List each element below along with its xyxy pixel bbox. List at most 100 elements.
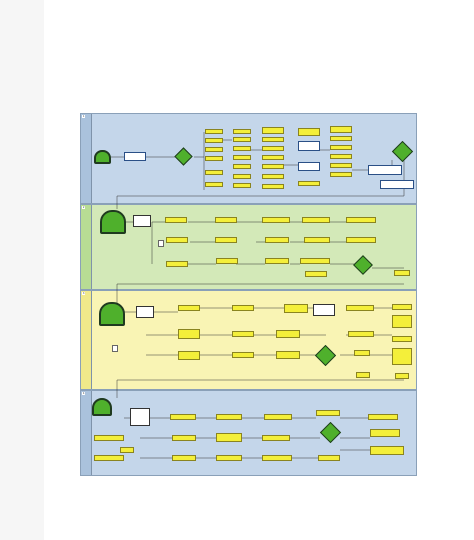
process-box — [262, 435, 290, 441]
process-box — [298, 162, 320, 171]
process-box — [205, 182, 223, 187]
process-box — [276, 351, 300, 359]
process-box — [262, 146, 284, 151]
process-box — [264, 414, 292, 420]
process-box — [233, 183, 251, 188]
process-box — [233, 129, 251, 134]
lane-header: 2 — [81, 205, 92, 289]
process-box — [394, 270, 410, 276]
process-box — [356, 372, 370, 378]
process-box — [172, 435, 196, 441]
process-box — [302, 217, 330, 223]
process-box — [262, 127, 284, 134]
process-box — [298, 181, 320, 186]
process-box — [216, 258, 238, 264]
process-box — [178, 305, 200, 311]
process-box — [216, 455, 242, 461]
process-box — [395, 373, 409, 379]
process-box — [233, 137, 251, 142]
process-box — [205, 147, 223, 152]
close-gate — [92, 398, 112, 416]
process-box — [205, 170, 223, 175]
document-icon — [112, 345, 118, 352]
process-box — [172, 455, 196, 461]
process-box — [392, 348, 412, 365]
process-box — [166, 261, 188, 267]
process-box — [348, 331, 374, 337]
process-box — [165, 217, 187, 223]
process-box — [330, 154, 352, 159]
process-box — [354, 350, 370, 356]
process-box — [205, 129, 223, 134]
process-box — [392, 315, 412, 328]
lane-number: 1 — [82, 115, 86, 118]
process-box — [380, 180, 414, 189]
process-box — [136, 306, 154, 318]
process-box — [130, 408, 150, 426]
process-box — [304, 237, 330, 243]
lane-header: 1 — [81, 114, 92, 203]
process-box — [262, 164, 284, 169]
process-box — [178, 351, 200, 360]
process-box — [232, 352, 254, 358]
process-box — [368, 414, 398, 420]
process-box — [284, 304, 308, 313]
process-box — [94, 455, 124, 461]
process-box — [215, 217, 237, 223]
process-box — [205, 138, 223, 143]
process-box — [298, 128, 320, 136]
swimlane-4: 4 — [80, 390, 417, 476]
process-box — [392, 336, 412, 342]
process-box — [265, 237, 289, 243]
process-box — [316, 410, 340, 416]
process-box — [233, 174, 251, 179]
plan-gate — [100, 210, 126, 234]
process-box — [330, 163, 352, 168]
process-box — [233, 155, 251, 160]
process-box — [233, 146, 251, 151]
process-box — [232, 305, 254, 311]
process-box — [262, 455, 292, 461]
process-box — [330, 172, 352, 177]
process-box — [330, 136, 352, 141]
process-box — [300, 258, 330, 264]
process-box — [178, 329, 200, 339]
lane-number: 3 — [82, 292, 86, 295]
process-box — [120, 447, 134, 453]
process-box — [262, 174, 284, 179]
process-box — [368, 165, 402, 175]
process-box — [370, 429, 400, 437]
process-box — [346, 217, 376, 223]
process-box — [216, 433, 242, 442]
process-box — [370, 446, 404, 455]
process-box — [215, 237, 237, 243]
process-box — [265, 258, 289, 264]
process-box — [330, 145, 352, 150]
process-box — [305, 271, 327, 277]
process-box — [346, 237, 376, 243]
process-box — [170, 414, 196, 420]
process-box — [262, 217, 290, 223]
process-box — [392, 304, 412, 310]
lane-number: 4 — [82, 392, 86, 395]
process-box — [232, 331, 254, 337]
process-box — [330, 126, 352, 133]
process-box — [298, 141, 320, 151]
process-box — [262, 184, 284, 189]
process-box — [233, 164, 251, 169]
process-box — [205, 156, 223, 161]
process-box — [124, 152, 146, 161]
deliver-gate — [99, 302, 125, 326]
process-box — [262, 155, 284, 160]
lane-number: 2 — [82, 206, 86, 209]
lane-header: 4 — [81, 391, 92, 475]
lane-header: 3 — [81, 291, 92, 389]
process-box — [94, 435, 124, 441]
process-box — [346, 305, 374, 311]
document-icon — [158, 240, 164, 247]
start-gate — [94, 150, 111, 164]
process-box — [318, 455, 340, 461]
process-box — [276, 330, 300, 338]
